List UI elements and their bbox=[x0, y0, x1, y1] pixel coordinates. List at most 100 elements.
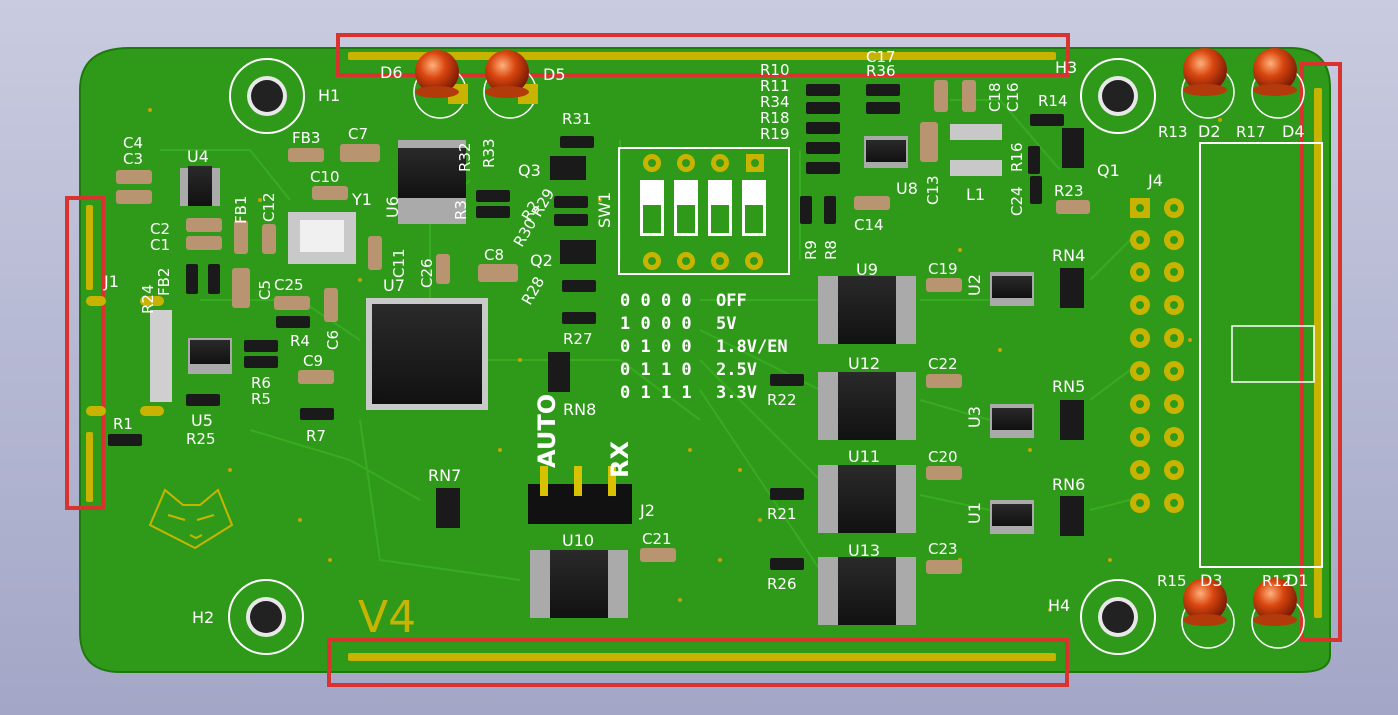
label-d1: D1 bbox=[1286, 571, 1309, 590]
fox-logo bbox=[148, 488, 234, 550]
label-r26: R26 bbox=[767, 575, 797, 593]
label-j4: J4 bbox=[1147, 171, 1163, 190]
ic-u7: U7 bbox=[366, 276, 488, 410]
label-u5: U5 bbox=[191, 411, 213, 430]
label-q2: Q2 bbox=[530, 251, 553, 270]
ic-u5: U5 bbox=[188, 338, 232, 430]
label-u1: U1 bbox=[965, 502, 984, 524]
dip-setting-table: 0 0 0 0 OFF 1 0 0 0 5V 0 1 0 0 1.8V/EN 0… bbox=[620, 291, 788, 403]
label-u11: U11 bbox=[848, 447, 880, 466]
dip-row-2-bits: 1 0 0 0 bbox=[620, 314, 692, 334]
label-r36: R36 bbox=[866, 62, 896, 80]
label-h3: H3 bbox=[1055, 58, 1077, 77]
label-c20: C20 bbox=[928, 448, 958, 466]
label-c11: C11 bbox=[390, 248, 408, 278]
label-h2: H2 bbox=[192, 608, 214, 627]
label-c23: C23 bbox=[928, 540, 958, 558]
label-u6: U6 bbox=[383, 196, 402, 218]
transistor-q2: Q2 bbox=[530, 240, 596, 270]
label-r4: R4 bbox=[290, 332, 310, 350]
dip-row-5-label: 3.3V bbox=[716, 383, 757, 403]
label-c12: C12 bbox=[260, 192, 278, 222]
inductor-l1: L1 bbox=[950, 124, 1002, 204]
label-r22: R22 bbox=[767, 391, 797, 409]
label-d6: D6 bbox=[380, 63, 403, 82]
label-c2: C2 bbox=[150, 220, 170, 238]
label-c19: C19 bbox=[928, 260, 958, 278]
label-y1: Y1 bbox=[351, 190, 372, 209]
label-rn5: RN5 bbox=[1052, 377, 1085, 396]
ic-u6: U6 bbox=[383, 140, 466, 224]
label-u13: U13 bbox=[848, 541, 880, 560]
dip-switch-sw1: SW1 bbox=[595, 147, 790, 275]
label-r34: R34 bbox=[760, 93, 790, 111]
label-c6: C6 bbox=[324, 330, 342, 350]
ic-u1: U1 bbox=[965, 500, 1034, 534]
label-c4: C4 bbox=[123, 134, 143, 152]
dip-row-3-bits: 0 1 0 0 bbox=[620, 337, 692, 357]
label-r13: R13 bbox=[1158, 123, 1188, 141]
resistor-network-rn7: RN7 bbox=[428, 466, 461, 528]
led-d4: D4 bbox=[1251, 48, 1305, 141]
label-c16: C16 bbox=[1004, 82, 1022, 112]
ic-u9: U9 bbox=[818, 260, 916, 344]
label-rx: RX bbox=[606, 441, 634, 478]
mounting-hole-h3: H3 bbox=[1055, 58, 1156, 134]
ic-u2: U2 bbox=[965, 272, 1034, 306]
label-r12: R12 bbox=[1262, 572, 1292, 590]
label-j1: J1 bbox=[103, 272, 119, 291]
label-d2: D2 bbox=[1198, 122, 1221, 141]
connector-j4: J4 bbox=[1130, 142, 1323, 568]
label-fb3: FB3 bbox=[292, 129, 320, 147]
ic-u10: U10 bbox=[530, 531, 628, 618]
label-d3: D3 bbox=[1200, 571, 1223, 590]
label-u9: U9 bbox=[856, 260, 878, 279]
resistor-network-rn8: RN8 bbox=[548, 352, 596, 419]
label-c13: C13 bbox=[924, 175, 942, 205]
ic-u4: U4 bbox=[180, 147, 220, 206]
label-r1: R1 bbox=[113, 415, 133, 433]
label-r16: R16 bbox=[1008, 142, 1026, 172]
transistor-q1: Q1 bbox=[1062, 128, 1120, 180]
dip-row-2-label: 5V bbox=[716, 314, 736, 334]
led-d3: D3 bbox=[1181, 571, 1235, 649]
label-r14: R14 bbox=[1038, 92, 1068, 110]
dip-row-3-label: 1.8V/EN bbox=[716, 337, 788, 357]
label-fb2: FB2 bbox=[155, 268, 173, 296]
label-r6: R6 bbox=[251, 374, 271, 392]
label-c8: C8 bbox=[484, 246, 504, 264]
label-r9: R9 bbox=[802, 240, 820, 260]
mounting-hole-h1: H1 bbox=[229, 58, 340, 134]
ic-u13: U13 bbox=[818, 541, 916, 625]
label-r18: R18 bbox=[760, 109, 790, 127]
label-fb1: FB1 bbox=[232, 196, 250, 224]
label-r25: R25 bbox=[186, 430, 216, 448]
version-mark: V4 bbox=[358, 592, 416, 643]
label-r21: R21 bbox=[767, 505, 797, 523]
led-d1: D1 bbox=[1251, 571, 1309, 649]
dip-row-1-bits: 0 0 0 0 bbox=[620, 291, 692, 311]
resistor-network-rn4: RN4 bbox=[1052, 246, 1085, 308]
label-c7: C7 bbox=[348, 125, 368, 143]
label-c22: C22 bbox=[928, 355, 958, 373]
label-sw1: SW1 bbox=[595, 192, 614, 228]
label-c21: C21 bbox=[642, 530, 672, 548]
label-c26: C26 bbox=[418, 258, 436, 288]
dip-row-5-bits: 0 1 1 1 bbox=[620, 383, 692, 403]
resistor-network-rn6: RN6 bbox=[1052, 475, 1085, 536]
edge-strips bbox=[86, 52, 1322, 661]
dip-row-4-bits: 0 1 1 0 bbox=[620, 360, 692, 380]
label-c18: C18 bbox=[986, 82, 1004, 112]
label-r5: R5 bbox=[251, 390, 271, 408]
label-c3: C3 bbox=[123, 150, 143, 168]
led-d2: D2 bbox=[1181, 48, 1235, 141]
label-j2: J2 bbox=[639, 501, 655, 520]
label-q1: Q1 bbox=[1097, 161, 1120, 180]
smd-passive-bodies bbox=[108, 80, 1090, 574]
label-q3: Q3 bbox=[518, 161, 541, 180]
header-j2: J2 AUTO RX bbox=[528, 394, 655, 524]
label-u12: U12 bbox=[848, 354, 880, 373]
label-u8: U8 bbox=[896, 179, 918, 198]
